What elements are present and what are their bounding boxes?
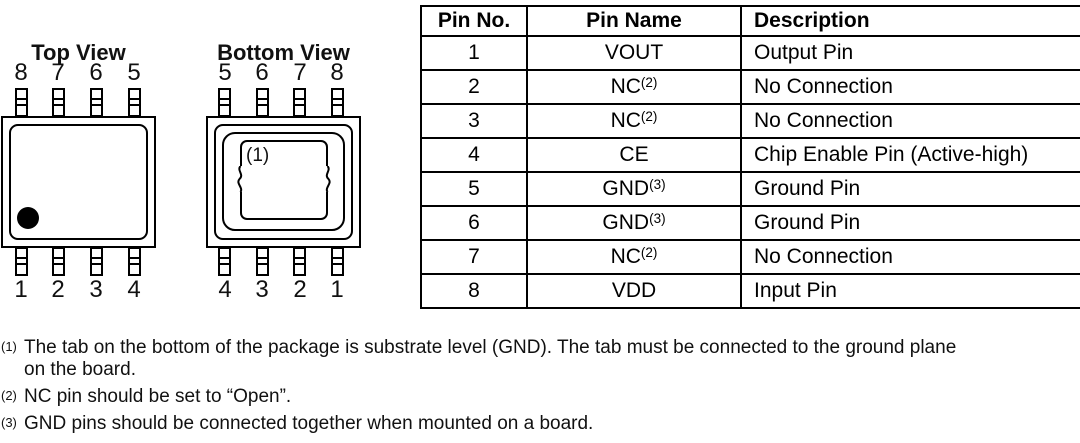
pin-lead bbox=[128, 88, 141, 117]
pin-number-bottom: 4 bbox=[218, 276, 232, 303]
footnote-3: (3) GND pins should be connected togethe… bbox=[1, 413, 1079, 435]
pin-description-cell: No Connection bbox=[740, 103, 1080, 139]
pin-number-top: 7 bbox=[293, 59, 307, 86]
pin-no-cell: 4 bbox=[420, 137, 528, 173]
pin-name-footnote-ref: (2) bbox=[640, 109, 658, 124]
pin-lead bbox=[293, 247, 306, 276]
pin-name-footnote-ref: (3) bbox=[649, 177, 666, 192]
pin-name-cell: NC(2) bbox=[526, 69, 742, 105]
pin-name-cell: CE bbox=[526, 137, 742, 173]
col-header-pin-name: Pin Name bbox=[526, 5, 742, 37]
pin-number-bottom: 3 bbox=[255, 276, 269, 303]
pin-lead bbox=[331, 247, 344, 276]
pin-no-cell: 1 bbox=[420, 35, 528, 71]
pin-lead bbox=[218, 247, 231, 276]
pin-lead bbox=[90, 88, 103, 117]
footnotes: (1) The tab on the bottom of the package… bbox=[1, 337, 1079, 440]
footnote-marker: (1) bbox=[1, 339, 17, 354]
table-row: 1 VOUT Output Pin bbox=[420, 35, 1080, 71]
pin-number-top: 7 bbox=[51, 59, 65, 86]
col-header-description: Description bbox=[740, 5, 1080, 37]
table-row: 8 VDD Input Pin bbox=[420, 273, 1080, 309]
pin-lead bbox=[256, 88, 269, 117]
pin-name-footnote-ref: (3) bbox=[649, 211, 666, 226]
tab-edge-notch-icon bbox=[325, 166, 331, 192]
pin-no-cell: 7 bbox=[420, 239, 528, 275]
pin-name: GND bbox=[602, 211, 650, 234]
tab-edge-notch-icon bbox=[237, 166, 243, 192]
pin-description-cell: Ground Pin bbox=[740, 205, 1080, 241]
pin-lead bbox=[218, 88, 231, 117]
col-header-pin-no: Pin No. bbox=[420, 5, 528, 37]
pin-number-top: 5 bbox=[218, 59, 232, 86]
pin-lead bbox=[331, 88, 344, 117]
pin-lead bbox=[128, 247, 141, 276]
pin-name: VOUT bbox=[604, 41, 664, 64]
pin-lead bbox=[52, 88, 65, 117]
pin-description-cell: Ground Pin bbox=[740, 171, 1080, 207]
pin-description-cell: No Connection bbox=[740, 69, 1080, 105]
thermal-tab-footnote-label: (1) bbox=[246, 145, 270, 166]
pin-lead bbox=[256, 247, 269, 276]
footnote-2: (2) NC pin should be set to “Open”. bbox=[1, 386, 1079, 408]
table-row: 2 NC(2) No Connection bbox=[420, 69, 1080, 105]
footnote-text: The tab on the bottom of the package is … bbox=[24, 337, 957, 358]
pin-number-bottom: 1 bbox=[330, 276, 344, 303]
pin-description-cell: Chip Enable Pin (Active-high) bbox=[740, 137, 1080, 173]
pin-lead bbox=[90, 247, 103, 276]
pin-number-bottom: 4 bbox=[127, 276, 141, 303]
pin-number-top: 6 bbox=[255, 59, 269, 86]
pin-lead bbox=[15, 247, 28, 276]
pin-number-top: 8 bbox=[330, 59, 344, 86]
pin-name-cell: GND(3) bbox=[526, 205, 742, 241]
pin-number-bottom: 2 bbox=[293, 276, 307, 303]
pin-name: NC bbox=[610, 109, 641, 132]
pin-description-table: Pin No. Pin Name Description 1 VOUT Outp… bbox=[420, 5, 1080, 309]
pin-lead bbox=[293, 88, 306, 117]
pin-name-footnote-ref: (2) bbox=[640, 75, 658, 90]
pin-lead bbox=[52, 247, 65, 276]
table-row: 3 NC(2) No Connection bbox=[420, 103, 1080, 139]
pin-name: CE bbox=[619, 143, 649, 166]
pin-name-footnote-ref: (2) bbox=[640, 245, 658, 260]
top-view-title: Top View bbox=[31, 40, 126, 65]
pin-no-cell: 3 bbox=[420, 103, 528, 139]
footnote-text: NC pin should be set to “Open”. bbox=[24, 386, 292, 407]
pin1-indicator-dot bbox=[17, 207, 39, 229]
footnote-marker: (2) bbox=[1, 388, 17, 403]
pin-name-cell: NC(2) bbox=[526, 239, 742, 275]
footnote-text: GND pins should be connected together wh… bbox=[24, 413, 594, 434]
pin-no-cell: 2 bbox=[420, 69, 528, 105]
pin-no-cell: 5 bbox=[420, 171, 528, 207]
pin-description-cell: No Connection bbox=[740, 239, 1080, 275]
table-row: 7 NC(2) No Connection bbox=[420, 239, 1080, 275]
table-row: 5 GND(3) Ground Pin bbox=[420, 171, 1080, 207]
table-header-row: Pin No. Pin Name Description bbox=[420, 5, 1080, 37]
table-row: 6 GND(3) Ground Pin bbox=[420, 205, 1080, 241]
bottom-view-title: Bottom View bbox=[217, 40, 350, 65]
footnote-text: on the board. bbox=[24, 359, 136, 380]
pin-name: VDD bbox=[611, 279, 657, 302]
pin-description-cell: Output Pin bbox=[740, 35, 1080, 71]
pin-no-cell: 6 bbox=[420, 205, 528, 241]
footnote-1: (1) The tab on the bottom of the package… bbox=[1, 337, 1079, 381]
pin-number-bottom: 2 bbox=[51, 276, 65, 303]
pin-name-cell: VDD bbox=[526, 273, 742, 309]
pin-number-bottom: 3 bbox=[89, 276, 103, 303]
pin-number-bottom: 1 bbox=[14, 276, 28, 303]
pin-name-cell: VOUT bbox=[526, 35, 742, 71]
pin-number-top: 6 bbox=[89, 59, 103, 86]
pin-name: GND bbox=[602, 177, 650, 200]
footnote-marker: (3) bbox=[1, 415, 17, 430]
pin-description-cell: Input Pin bbox=[740, 273, 1080, 309]
pin-name-cell: GND(3) bbox=[526, 171, 742, 207]
pin-name: NC bbox=[610, 245, 641, 268]
pin-lead bbox=[15, 88, 28, 117]
pin-number-top: 8 bbox=[14, 59, 28, 86]
table-row: 4 CE Chip Enable Pin (Active-high) bbox=[420, 137, 1080, 173]
pin-number-top: 5 bbox=[127, 59, 141, 86]
pin-name-cell: NC(2) bbox=[526, 103, 742, 139]
pin-name: NC bbox=[610, 75, 641, 98]
pin-no-cell: 8 bbox=[420, 273, 528, 309]
